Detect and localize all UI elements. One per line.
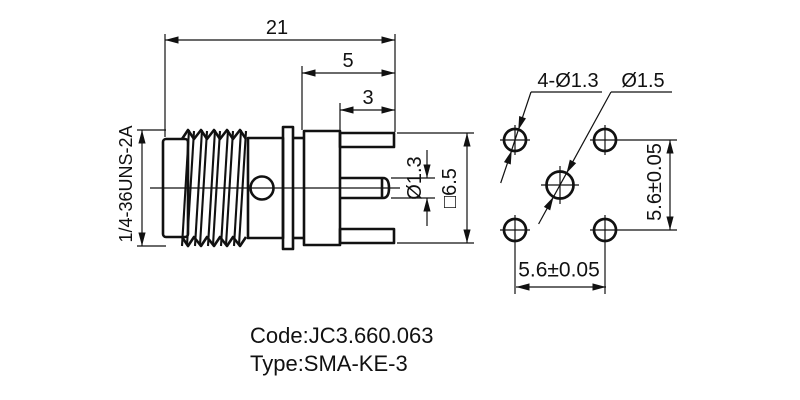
caption: Code:JC3.660.063 Type:SMA-KE-3 <box>250 323 433 376</box>
center-hole-leader <box>565 91 612 174</box>
vertical-pitch-label: 5.6±0.05 <box>644 143 666 221</box>
pin-diameter-label: Ø1.3 <box>404 156 426 199</box>
top-leg-outline <box>338 131 396 149</box>
corner-holes-leader-tail <box>500 150 513 184</box>
center-pin-outline <box>340 176 391 200</box>
corner-holes-leader <box>517 91 532 131</box>
center-hole-label: Ø1.5 <box>621 70 664 92</box>
thread-spec-label: 1/4-36UNS-2A <box>116 125 136 242</box>
bottom-leg-outline <box>338 227 396 245</box>
corner-holes-leader-mid <box>511 129 519 151</box>
thread-hatching <box>180 128 248 248</box>
corner-holes-label: 4-Ø1.3 <box>537 70 598 92</box>
type-text: Type:SMA-KE-3 <box>250 351 408 376</box>
body-square-label: □6.5 <box>439 168 461 208</box>
dim-total-length-label: 21 <box>266 17 288 39</box>
side-view: 21 5 3 1/4-36UNS-2A Ø1.3 □6.5 <box>116 17 474 251</box>
code-text: Code:JC3.660.063 <box>250 323 433 348</box>
center-hole-leader-mid <box>552 172 568 198</box>
side-hole <box>249 175 275 201</box>
dim-leg-length-label: 3 <box>362 87 373 109</box>
coupling-nut-outline <box>161 137 190 239</box>
center-hole-leader-tail <box>538 196 555 225</box>
horizontal-pitch-label: 5.6±0.05 <box>518 259 600 282</box>
washer-outline <box>281 125 295 251</box>
footprint-view: 4-Ø1.3 Ø1.5 5.6±0.05 5.6±0.05 <box>500 70 677 294</box>
pad-circle-top-left <box>502 127 528 153</box>
mounting-flange-outline <box>302 129 342 247</box>
pad-circle-bottom-left <box>502 217 528 243</box>
pad-circle-bottom-right <box>592 217 618 243</box>
pad-circle-top-right <box>592 127 618 153</box>
pad-circle-center <box>545 170 575 200</box>
dim-flange-length-label: 5 <box>342 50 353 72</box>
